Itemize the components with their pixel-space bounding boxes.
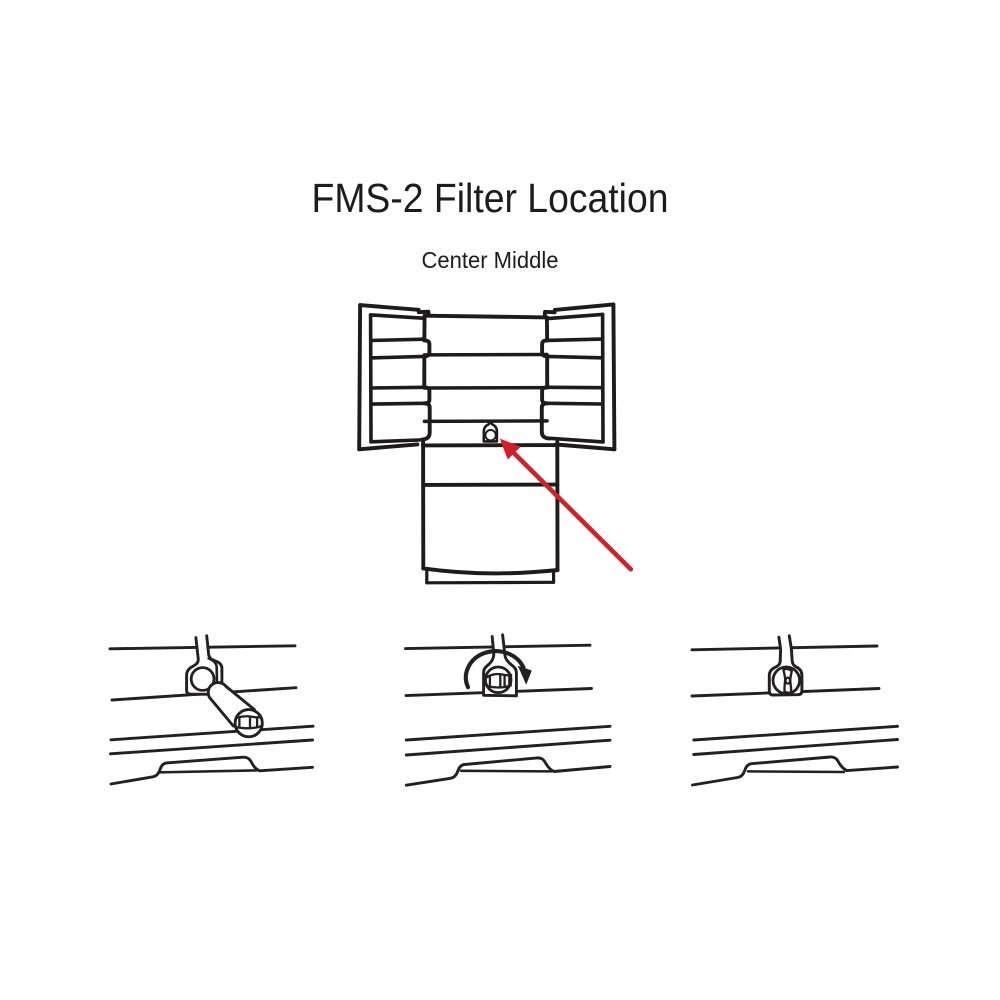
- svg-text:Center Middle: Center Middle: [422, 247, 559, 273]
- svg-text:FMS-2 Filter Location: FMS-2 Filter Location: [312, 175, 669, 221]
